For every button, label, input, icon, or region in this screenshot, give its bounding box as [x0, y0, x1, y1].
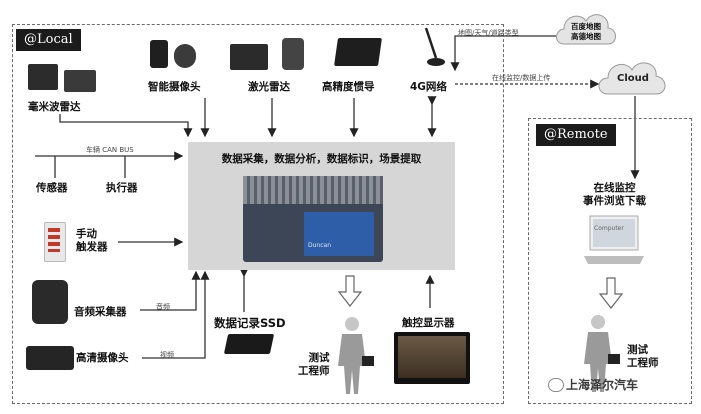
industrial-pc-front [304, 212, 374, 256]
cloud-label: Cloud [617, 73, 649, 84]
touch-display-label: 触控显示器 [402, 317, 455, 329]
ins-label: 高精度惯导 [322, 81, 375, 93]
hollow-arrow-local [337, 275, 363, 307]
lidar-image [230, 44, 268, 70]
edge-audio-hub [140, 270, 201, 311]
actuator-label: 执行器 [106, 182, 138, 194]
mmwave-radar-image [28, 64, 58, 90]
laptop-icon [584, 215, 644, 264]
lidar-image-2 [282, 38, 304, 70]
edge-mmwave-hub [59, 114, 193, 138]
smart-camera-image [150, 40, 168, 68]
sensor-label: 传感器 [36, 182, 68, 194]
local-tag: @Local [16, 29, 81, 51]
cloud-icon [598, 62, 666, 95]
ssd-label: 数据记录SSD [214, 316, 286, 330]
hd-camera-image [26, 346, 74, 370]
map-cloud-label: 百度地图 高德地图 [571, 22, 601, 41]
lidar-label: 激光雷达 [248, 81, 290, 93]
hollow-arrow-remote [598, 277, 624, 309]
4g-label: 4G网络 [410, 81, 447, 93]
engineer-local-label: 测试 工程师 [298, 352, 330, 377]
online-upload-label: 在线监控/数据上传 [492, 74, 551, 82]
local-frame [12, 24, 504, 404]
engineer-remote-icon [584, 315, 620, 392]
mmwave-radar-image-2 [64, 70, 96, 92]
remote-frame [528, 118, 692, 404]
engineer-remote-label: 测试 工程师 [627, 344, 659, 369]
hd-camera-label: 高清摄像头 [76, 352, 129, 364]
mmwave-radar-label: 毫米波雷达 [28, 101, 81, 113]
computer-label: Computer [594, 225, 624, 232]
smart-camera-label: 智能摄像头 [148, 81, 201, 93]
ssd-image [223, 334, 275, 354]
industrial-pc-fins [243, 176, 383, 204]
audio-collector-label: 音频采集器 [74, 306, 127, 318]
edge-video-hub [142, 270, 210, 359]
device-brand: Duncan [308, 242, 332, 249]
map-weather-label: 地图/天气/道路类型 [458, 29, 519, 37]
ins-image [334, 38, 382, 66]
audio-collector-image [32, 280, 68, 324]
trigger-buttons [48, 228, 60, 252]
remote-functions-label: 在线监控 事件浏览下载 [583, 182, 646, 207]
can-bus-label: 车辆 CAN BUS [86, 146, 134, 154]
hub-title: 数据采集，数据分析，数据标识，场景提取 [221, 153, 422, 165]
remote-tag: @Remote [536, 124, 616, 146]
smart-camera-image-2 [174, 44, 196, 68]
audio-edge-label: 音频 [156, 303, 170, 311]
wechat-icon [548, 378, 564, 392]
video-edge-label: 视频 [160, 351, 174, 359]
central-hub: 数据采集，数据分析，数据标识，场景提取 Duncan [188, 142, 455, 270]
manual-trigger-label: 手动 触发器 [76, 228, 108, 253]
edge-map-4g [450, 35, 556, 72]
antenna-icon [424, 27, 445, 66]
map-cloud-icon [556, 14, 616, 45]
touch-display-screen [398, 336, 466, 378]
engineer-local-icon [338, 317, 374, 394]
watermark: 上海泽尔汽车 [566, 378, 639, 392]
